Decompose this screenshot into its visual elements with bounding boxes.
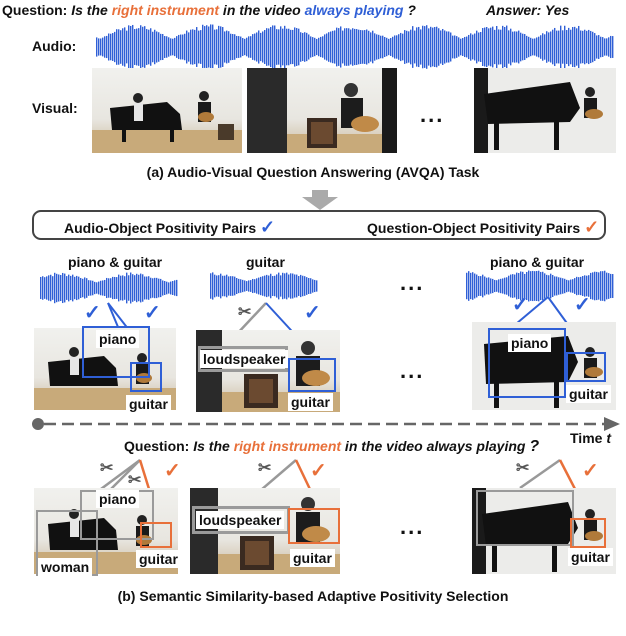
guitar-bbox — [566, 352, 606, 382]
question-object-pairs-label: Question-Object Positivity Pairs ✓ — [367, 217, 599, 238]
visual-label: Visual: — [32, 100, 78, 116]
audio-label-3: piano & guitar — [490, 254, 584, 270]
audio-label-2: guitar — [246, 254, 285, 270]
object-label-piano: piano — [96, 330, 139, 348]
guitar-bbox — [288, 358, 336, 392]
guitar-bbox — [570, 518, 606, 548]
object-label-loudspeaker: loudspeaker — [196, 511, 284, 529]
question-prefix: Question: — [2, 2, 67, 18]
time-label: Time t — [570, 430, 611, 446]
object-label-piano: piano — [96, 490, 139, 508]
caption-a: (a) Audio-Visual Question Answering (AVQ… — [0, 164, 626, 180]
object-label-piano: piano — [508, 334, 551, 352]
audio-label: Audio: — [32, 38, 76, 54]
highlight-always-playing: always playing — [305, 2, 404, 18]
top-question: Question: Is the right instrument in the… — [2, 2, 416, 18]
orange-check-icon: ✓ — [584, 217, 599, 237]
video-frame-1 — [92, 68, 242, 153]
highlight-right-instrument: right instrument — [112, 2, 219, 18]
answer-text: Answer: Yes — [486, 2, 569, 18]
object-label-guitar: guitar — [568, 548, 613, 566]
object-label-guitar: guitar — [126, 395, 171, 413]
video-frame-3 — [474, 68, 616, 153]
guitar-bbox — [130, 362, 162, 392]
object-label-woman: woman — [38, 558, 92, 576]
ellipsis-middle: ... — [400, 358, 424, 384]
blue-check-icon: ✓ — [260, 217, 275, 237]
ellipsis-top: ... — [420, 102, 444, 128]
down-arrow-icon — [302, 190, 338, 210]
timeline-arrow — [28, 414, 624, 434]
object-label-loudspeaker: loudspeaker — [200, 350, 288, 368]
audio-waveform — [96, 24, 614, 70]
positivity-pairs-bar: Audio-Object Positivity Pairs ✓ Question… — [32, 210, 606, 240]
object-label-guitar: guitar — [290, 549, 335, 567]
object-label-guitar: guitar — [288, 393, 333, 411]
audio-label-1: piano & guitar — [68, 254, 162, 270]
ellipsis-audio: ... — [400, 270, 424, 296]
ellipsis-bottom: ... — [400, 514, 424, 540]
caption-b: (b) Semantic Similarity-based Adaptive P… — [0, 588, 626, 604]
guitar-bbox — [288, 508, 340, 544]
object-label-guitar: guitar — [136, 550, 181, 568]
piano-bbox — [476, 490, 574, 546]
video-frame-2 — [247, 68, 397, 153]
object-label-guitar: guitar — [566, 385, 611, 403]
audio-object-pairs-label: Audio-Object Positivity Pairs ✓ — [64, 217, 275, 238]
guitar-bbox — [140, 522, 172, 548]
